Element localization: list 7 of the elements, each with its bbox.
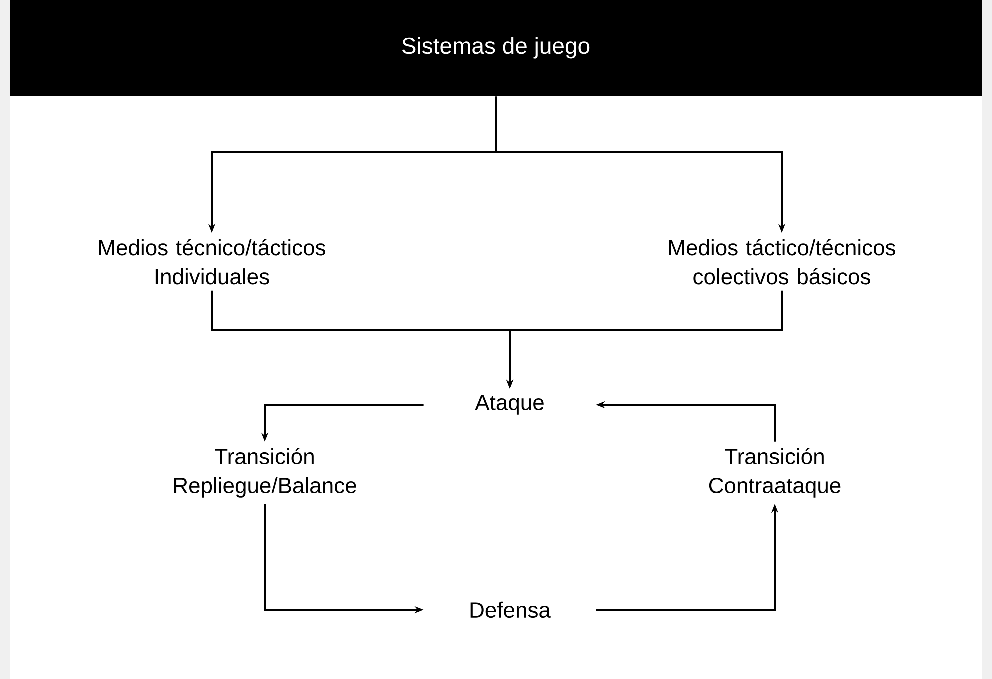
node-text: Defensa <box>470 602 551 618</box>
node-text: Transición Contraataque <box>709 448 841 498</box>
node-text: Medios técnico/tácticos Individuales <box>99 239 326 285</box>
node-text: Medios táctico/técnicos colectivos básicos <box>669 239 896 285</box>
node-text: Transición Repliegue/Balance <box>174 448 356 498</box>
title-band: Sistemas de juego <box>10 0 982 96</box>
node-text: Ataque <box>475 395 544 415</box>
